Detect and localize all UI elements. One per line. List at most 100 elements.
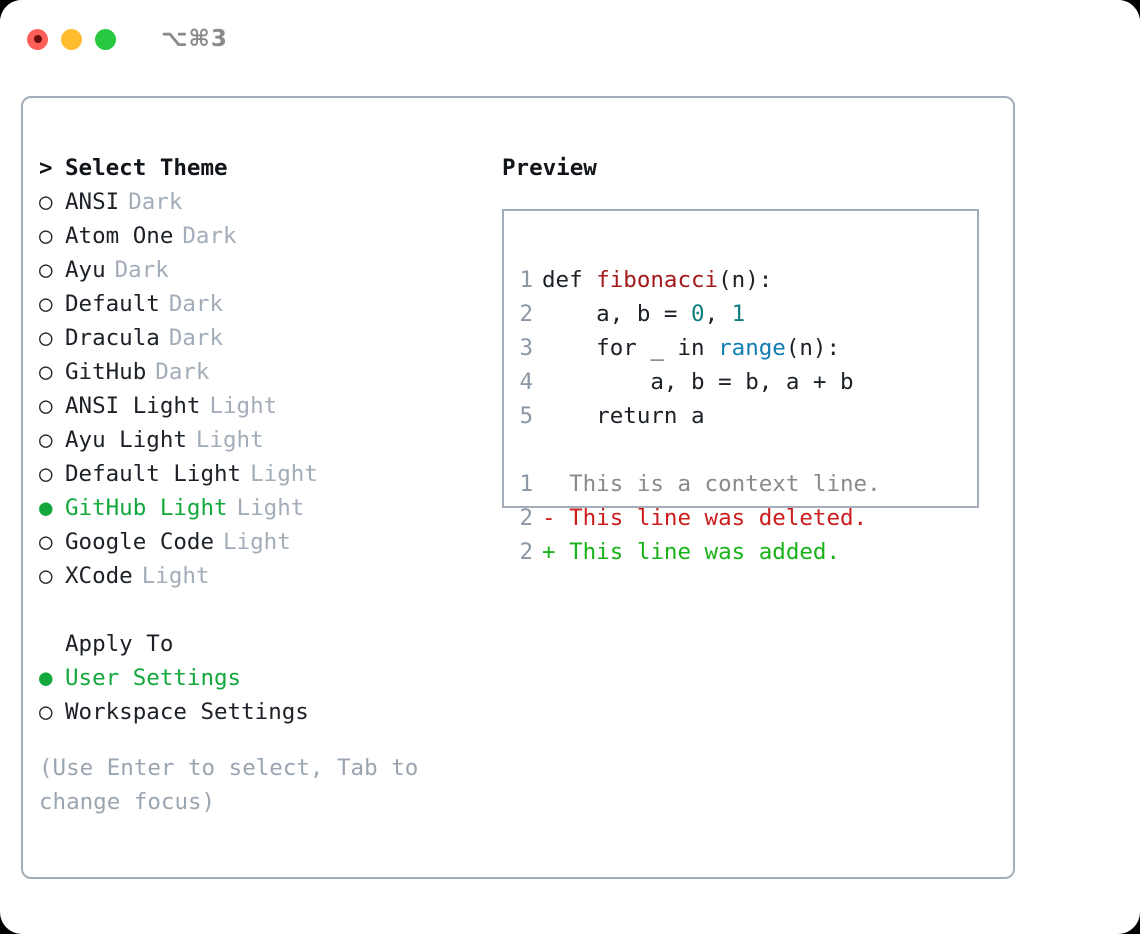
code-token: 1 xyxy=(731,301,746,327)
window-controls xyxy=(27,28,116,50)
radio-unselected-icon[interactable]: ○ xyxy=(39,325,53,351)
apply-to-option[interactable]: ○ Workspace Settings xyxy=(39,695,499,729)
line-number: 3 xyxy=(519,335,533,361)
theme-variant-badge: Light xyxy=(141,563,210,589)
title-bar: ⌥⌘3 xyxy=(0,0,1140,78)
apply-to-label: Apply To xyxy=(65,631,174,657)
line-number: 2 xyxy=(519,505,533,531)
theme-list-item[interactable]: ○ XCode Light xyxy=(39,559,499,593)
radio-unselected-icon[interactable]: ○ xyxy=(39,699,53,725)
diff-marker: + xyxy=(542,539,556,565)
line-number: 2 xyxy=(519,301,533,327)
line-number: 2 xyxy=(519,539,533,565)
code-token: (n): xyxy=(785,335,841,361)
line-number: 5 xyxy=(519,403,533,429)
code-gap xyxy=(504,433,977,467)
apply-to-option[interactable]: ● User Settings xyxy=(39,661,499,695)
radio-unselected-icon[interactable]: ○ xyxy=(39,359,53,385)
theme-name: Ayu xyxy=(65,257,106,283)
radio-unselected-icon[interactable]: ○ xyxy=(39,257,53,283)
theme-list-item[interactable]: ● GitHub Light Light xyxy=(39,491,499,525)
radio-unselected-icon[interactable]: ○ xyxy=(39,529,53,555)
theme-list-item[interactable]: ○ Google Code Light xyxy=(39,525,499,559)
code-token: for _ in xyxy=(542,335,719,361)
help-hint: (Use Enter to select, Tab to change focu… xyxy=(39,755,432,815)
radio-unselected-icon[interactable]: ○ xyxy=(39,461,53,487)
code-token: a, b = xyxy=(542,301,692,327)
code-token: fibonacci xyxy=(596,267,719,293)
code-line: 1 def fibonacci(n): xyxy=(504,263,977,297)
radio-unselected-icon[interactable]: ○ xyxy=(39,189,53,215)
code-line: 3 for _ in range(n): xyxy=(504,331,977,365)
apply-to-option-label: User Settings xyxy=(65,665,242,691)
caret-icon: > xyxy=(39,155,53,181)
radio-unselected-icon[interactable]: ○ xyxy=(39,393,53,419)
code-token: range xyxy=(718,335,786,361)
theme-list-item[interactable]: ○ Default Light Light xyxy=(39,457,499,491)
theme-name: Atom One xyxy=(65,223,174,249)
code-token: a, b = b, a + b xyxy=(542,369,854,395)
preview-title: Preview xyxy=(502,155,597,181)
code-token: return a xyxy=(542,403,705,429)
maximize-button[interactable] xyxy=(95,28,116,50)
code-token: def xyxy=(542,267,597,293)
theme-list-item[interactable]: ○ Default Dark xyxy=(39,287,499,321)
code-token: , xyxy=(704,301,732,327)
diff-line: 1 This is a context line. xyxy=(504,467,977,501)
theme-name: GitHub xyxy=(65,359,147,385)
minimize-button[interactable] xyxy=(61,28,82,50)
code-token: (n): xyxy=(718,267,773,293)
diff-text: This is a context line. xyxy=(555,471,881,497)
apply-to-option-label: Workspace Settings xyxy=(65,699,309,725)
radio-selected-icon[interactable]: ● xyxy=(39,665,53,691)
diff-text: This line was deleted. xyxy=(555,505,868,531)
radio-selected-icon[interactable]: ● xyxy=(39,495,53,521)
theme-name: Dracula xyxy=(65,325,160,351)
code-line: 5 return a xyxy=(504,399,977,433)
theme-variant-badge: Dark xyxy=(128,189,183,215)
apply-to-heading: ○ Apply To xyxy=(39,627,499,661)
line-number: 1 xyxy=(519,267,533,293)
radio-unselected-icon[interactable]: ○ xyxy=(39,427,53,453)
code-token: 0 xyxy=(691,301,705,327)
page-title: Select Theme xyxy=(65,155,228,181)
diff-text: This line was added. xyxy=(555,539,841,565)
theme-name: ANSI xyxy=(65,189,120,215)
theme-name: GitHub Light xyxy=(65,495,228,521)
close-button[interactable] xyxy=(27,28,48,50)
theme-name: Ayu Light xyxy=(65,427,187,453)
theme-variant-badge: Light xyxy=(250,461,318,487)
theme-name: Default Light xyxy=(65,461,242,487)
theme-list-item[interactable]: ○ Ayu Dark xyxy=(39,253,499,287)
theme-name: Google Code xyxy=(65,529,215,555)
radio-unselected-icon[interactable]: ○ xyxy=(39,563,53,589)
code-line: 2 a, b = 0, 1 xyxy=(504,297,977,331)
code-line: 4 a, b = b, a + b xyxy=(504,365,977,399)
theme-list-item[interactable]: ○ Ayu Light Light xyxy=(39,423,499,457)
theme-name: XCode xyxy=(65,563,133,589)
theme-variant-badge: Light xyxy=(223,529,291,555)
theme-variant-badge: Light xyxy=(236,495,305,521)
theme-name: Default xyxy=(65,291,160,317)
spacer-icon: ○ xyxy=(39,627,65,661)
theme-variant-badge: Light xyxy=(209,393,278,419)
theme-variant-badge: Dark xyxy=(114,257,169,283)
theme-picker-heading: > Select Theme xyxy=(39,151,499,185)
diff-line: 2 + This line was added. xyxy=(504,535,977,569)
radio-unselected-icon[interactable]: ○ xyxy=(39,291,53,317)
theme-variant-badge: Light xyxy=(195,427,264,453)
theme-list-item[interactable]: ○ ANSI Dark xyxy=(39,185,499,219)
theme-variant-badge: Dark xyxy=(168,291,224,317)
radio-unselected-icon[interactable]: ○ xyxy=(39,223,53,249)
